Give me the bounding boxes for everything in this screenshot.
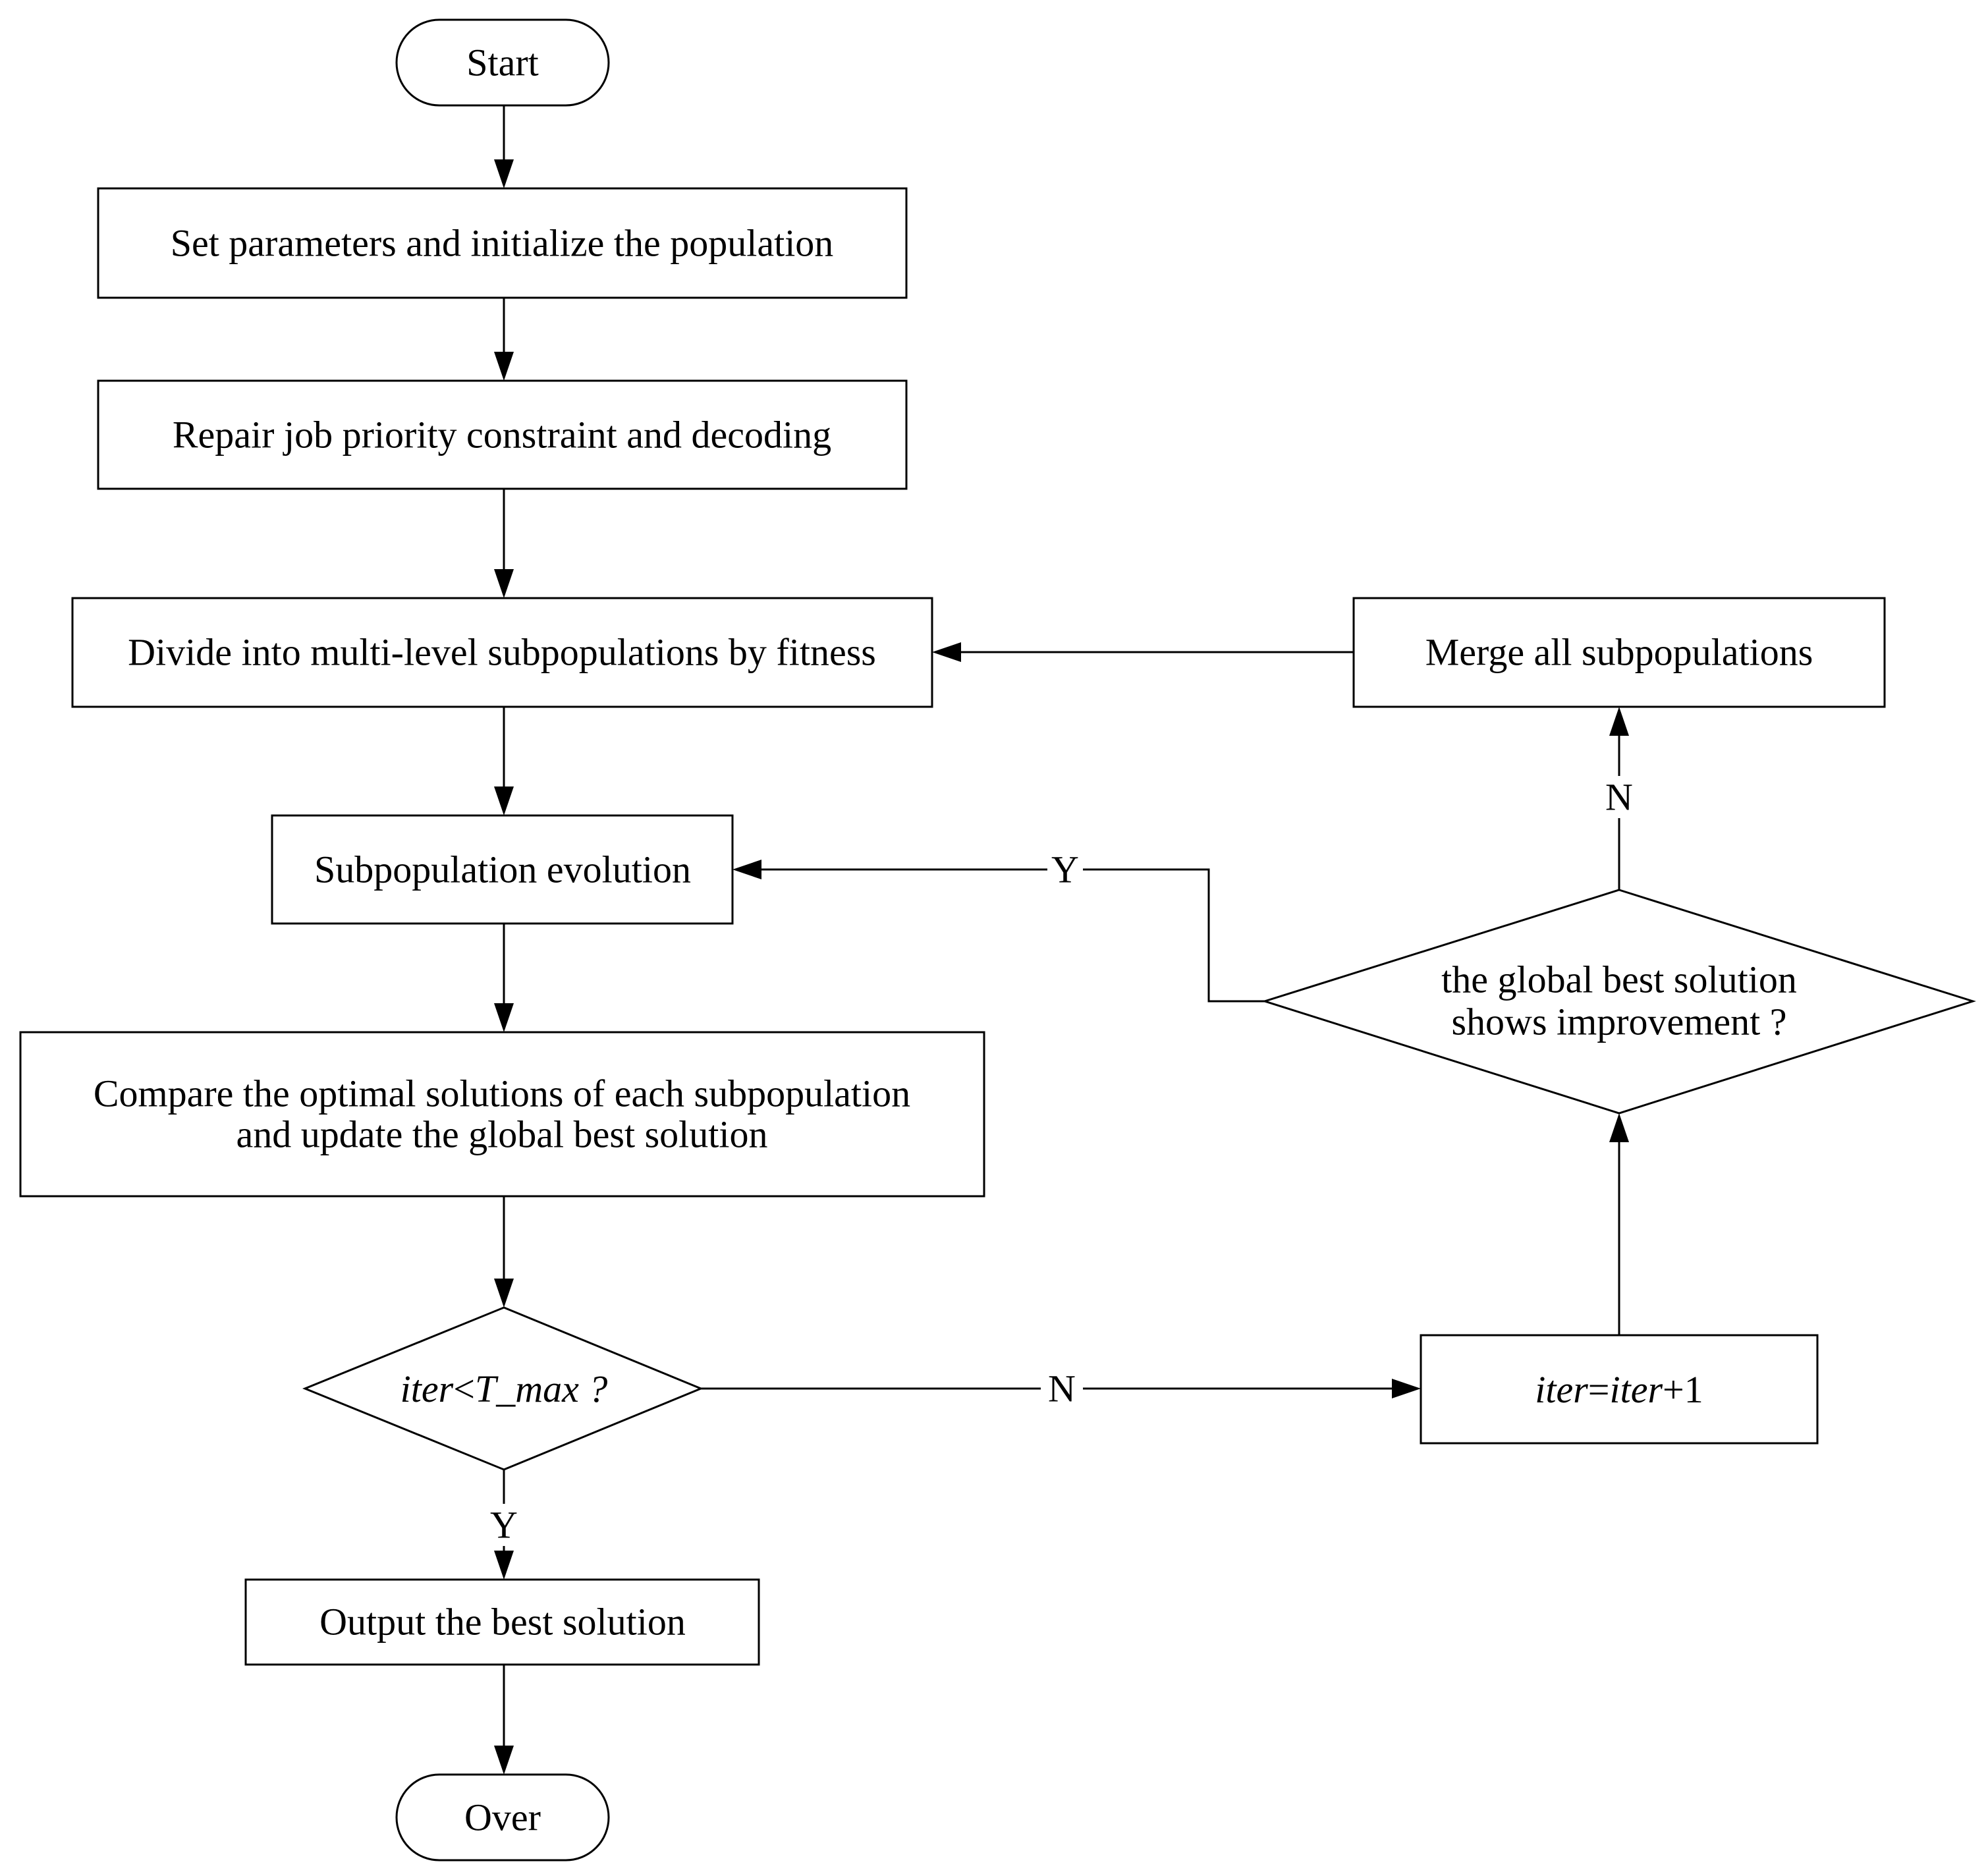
set-parameters-label: Set parameters and initialize the popula… [171, 222, 834, 265]
start-terminal: Start [395, 18, 610, 107]
over-terminal: Over [395, 1773, 610, 1862]
merge-label: Merge all subpopulations [1425, 631, 1813, 674]
arrow-output-to-over [494, 1665, 514, 1775]
iter-increment-var1: iter [1535, 1368, 1588, 1411]
output-box: Output the best solution [244, 1578, 760, 1666]
divide-box: Divide into multi-level subpopulations b… [71, 597, 933, 708]
arrow-compare-to-iter-check [494, 1196, 514, 1308]
arrow-start-to-set [494, 105, 514, 188]
edge-label-improve-yes: Y [1051, 848, 1079, 891]
iter-increment-box: iter=iter+1 [1420, 1334, 1819, 1445]
edge-label-improve-no: N [1605, 776, 1633, 819]
arrow-divide-to-evolution [494, 707, 514, 815]
iter-increment-var2: iter [1610, 1368, 1663, 1411]
arrow-improvement-yes-to-evolution: Y [732, 848, 1265, 1003]
output-label: Output the best solution [319, 1601, 686, 1643]
compare-label-line2: and update the global best solution [236, 1113, 767, 1156]
improvement-label-line2: shows improvement ? [1451, 1001, 1786, 1043]
start-label: Start [466, 41, 539, 84]
edge-label-iter-yes: Y [490, 1504, 518, 1547]
arrow-set-to-repair [494, 298, 514, 381]
repair-box: Repair job priority constraint and decod… [97, 379, 908, 490]
compare-box: Compare the optimal solutions of each su… [19, 1031, 985, 1198]
iter-increment-op: = [1588, 1368, 1610, 1411]
divide-label: Divide into multi-level subpopulations b… [128, 631, 876, 674]
edge-label-iter-no: N [1048, 1367, 1076, 1410]
evolution-box: Subpopulation evolution [271, 814, 734, 925]
iter-check-label: iter<T_max ? [400, 1367, 608, 1410]
compare-label-line1: Compare the optimal solutions of each su… [94, 1072, 910, 1115]
iter-check-op: < [453, 1367, 475, 1410]
iter-check-var2: T_max [475, 1367, 579, 1410]
arrow-increment-to-improvement [1609, 1113, 1629, 1335]
improvement-label-line1: the global best solution [1441, 958, 1797, 1001]
evolution-label: Subpopulation evolution [314, 848, 691, 891]
merge-box: Merge all subpopulations [1352, 597, 1886, 708]
repair-label: Repair job priority constraint and decod… [173, 414, 831, 456]
iter-check-suffix: ? [579, 1367, 608, 1410]
improvement-decision: the global best solution shows improveme… [1261, 889, 1976, 1115]
set-parameters-box: Set parameters and initialize the popula… [97, 187, 908, 299]
arrow-iter-check-yes-to-output: Y [486, 1470, 522, 1580]
arrow-merge-to-divide [932, 642, 1354, 662]
arrow-repair-to-divide [494, 489, 514, 598]
over-label: Over [464, 1796, 541, 1839]
arrow-evolution-to-compare [494, 924, 514, 1032]
arrow-iter-check-no-to-increment: N [701, 1367, 1421, 1410]
iter-increment-label: iter=iter+1 [1535, 1368, 1703, 1411]
iter-check-decision: iter<T_max ? [302, 1306, 704, 1471]
arrow-improvement-no-to-merge: N [1598, 707, 1640, 890]
iter-increment-suffix: +1 [1663, 1368, 1703, 1411]
iter-check-var1: iter [400, 1367, 454, 1410]
